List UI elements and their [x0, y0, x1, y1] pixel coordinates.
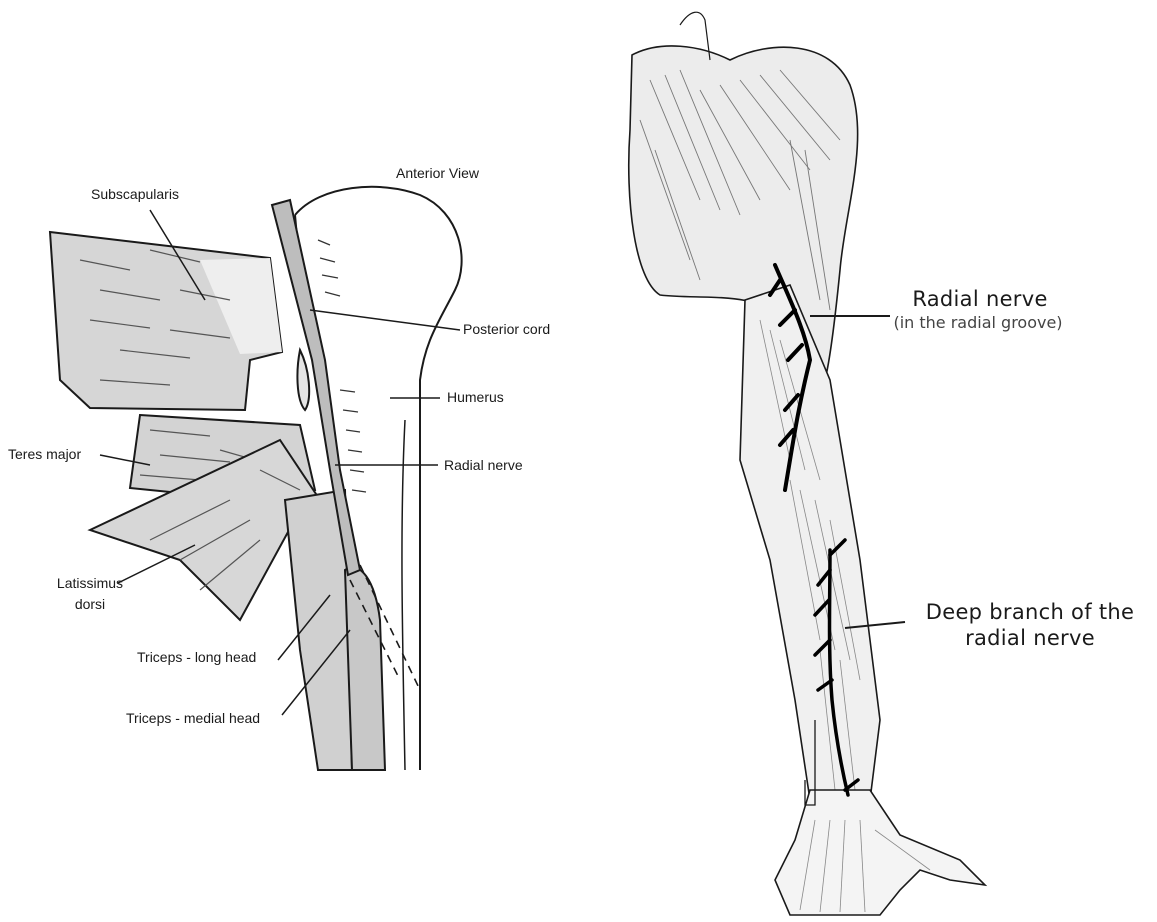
triceps-medial-head-muscle: [345, 567, 385, 770]
view-title: Anterior View: [396, 165, 479, 182]
label-radial-nerve-title: Radial nerve: [880, 287, 1080, 311]
label-radial-nerve: Radial nerve: [444, 457, 523, 474]
label-deep-branch-line2: radial nerve: [910, 626, 1150, 650]
label-latissimus-line2: dorsi: [40, 596, 140, 613]
label-latissimus-line1: Latissimus: [40, 575, 140, 592]
scapula-shoulder: [629, 46, 858, 380]
forearm-hand: [775, 790, 985, 915]
label-posterior-cord: Posterior cord: [463, 321, 550, 338]
label-humerus: Humerus: [447, 389, 504, 406]
label-triceps-long-head: Triceps - long head: [137, 649, 256, 666]
left-anatomy-figure: [50, 187, 462, 770]
right-anatomy-figure: [629, 12, 985, 915]
label-deep-branch-line1: Deep branch of the: [910, 600, 1150, 624]
label-teres-major: Teres major: [8, 446, 81, 463]
label-triceps-medial-head: Triceps - medial head: [126, 710, 260, 727]
label-subscapularis: Subscapularis: [91, 186, 179, 203]
label-radial-nerve-sub: (in the radial groove): [858, 314, 1098, 332]
